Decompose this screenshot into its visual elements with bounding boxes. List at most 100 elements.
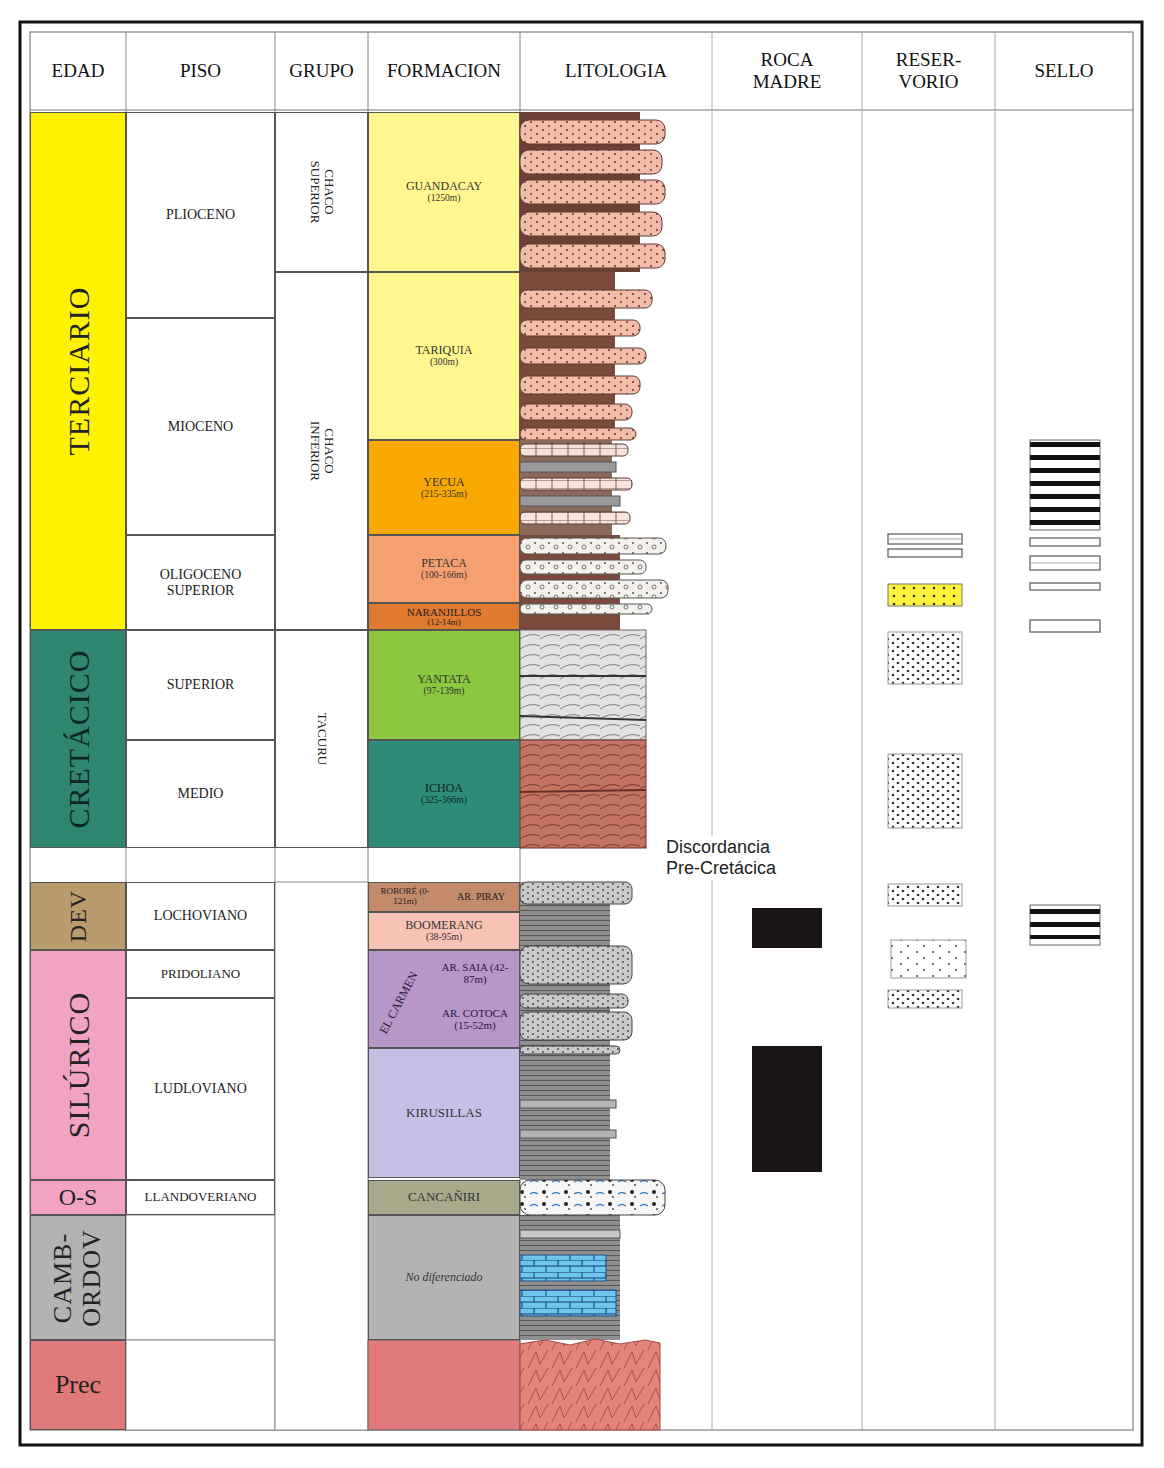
formation-band: BOOMERANG(38-95m)	[368, 912, 520, 950]
reservoir-marks	[891, 940, 966, 978]
unit-name: BOOMERANG	[405, 919, 482, 932]
era-band: DEV	[30, 882, 126, 950]
formation-band: ROBORÉ (0-121m)AR. PIRAY	[368, 882, 520, 912]
era-band: CAMB- ORDOV	[30, 1215, 126, 1340]
column-header: FORMACION	[368, 33, 520, 109]
unit-name: LLANDOVERIANO	[145, 1190, 257, 1204]
lithology-column	[520, 212, 662, 236]
lithology-column	[520, 1046, 620, 1054]
seal-marks	[1030, 440, 1100, 530]
lithology-column	[520, 348, 646, 364]
lithology-column	[520, 462, 616, 472]
seal-marks	[1030, 922, 1100, 927]
lithology-column	[520, 1339, 660, 1430]
column-header: PISO	[126, 33, 275, 109]
stage-cell: MIOCENO	[126, 318, 275, 535]
lithology-column	[520, 512, 630, 524]
lithology-column	[520, 428, 636, 440]
column-header: LITOLOGIA	[520, 33, 712, 109]
formation-band: No diferenciado	[368, 1215, 520, 1340]
unit-name: O-S	[59, 1184, 98, 1210]
source-rock-marks	[752, 1046, 822, 1172]
seal-marks	[1030, 620, 1100, 632]
lithology-column	[520, 404, 632, 420]
empty-cells	[275, 882, 368, 1430]
lithology-column	[520, 496, 620, 506]
header-text: PISO	[180, 60, 221, 82]
unit-detail: AR. COTOCA (15-52m)	[433, 1007, 517, 1031]
lithology-column	[520, 444, 628, 456]
header-text: LITOLOGIA	[565, 60, 667, 82]
lithology-column	[520, 150, 662, 174]
unit-detail: (215-335m)	[421, 489, 467, 500]
group-cell: CHACO INFERIOR	[275, 272, 368, 630]
lithology-column	[520, 630, 646, 740]
seal-marks	[1030, 442, 1100, 447]
stage-cell: PLIOCENO	[126, 112, 275, 318]
lithology-column	[520, 675, 646, 677]
reservoir-marks	[888, 549, 962, 557]
lithology-column	[520, 1012, 632, 1040]
column-header: EDAD	[30, 33, 126, 109]
seal-marks	[1030, 556, 1100, 570]
group-cell: CHACO SUPERIOR	[275, 112, 368, 272]
unit-detail: (300m)	[430, 357, 458, 368]
seal-marks	[1030, 935, 1100, 939]
lithology-column	[520, 1290, 616, 1316]
stage-cell: MEDIO	[126, 740, 275, 848]
lithology-column	[520, 740, 646, 848]
stage-cell: SUPERIOR	[126, 630, 275, 740]
formation-band: YANTATA(97-139m)	[368, 630, 520, 740]
empty-cells	[126, 1340, 275, 1430]
lithology-column	[520, 112, 668, 1430]
source-rock-marks	[752, 908, 822, 1172]
reservoir-marks	[888, 584, 962, 606]
unit-name: SILÚRICO	[62, 992, 95, 1138]
frame	[20, 22, 1142, 1445]
formation-band: TARIQUIA(300m)	[368, 272, 520, 440]
unit-name: YECUA	[423, 476, 464, 489]
reservoir-marks	[888, 534, 962, 544]
empty-cells	[126, 882, 520, 1430]
header-text: GRUPO	[289, 60, 353, 82]
lithology-column	[520, 1230, 620, 1238]
header-text: ROCA MADRE	[745, 49, 830, 93]
unit-detail: (325-366m)	[421, 795, 467, 806]
formation-band: KIRUSILLAS	[368, 1048, 520, 1178]
era-band: TERCIARIO	[30, 112, 126, 630]
header-text: FORMACION	[387, 60, 501, 82]
lithology-column	[520, 604, 652, 614]
group-cell: TACURU	[275, 630, 368, 848]
column-header: SELLO	[995, 33, 1133, 109]
formation-band: ICHOA(325-366m)	[368, 740, 520, 848]
frame	[20, 22, 1142, 1445]
seal-marks	[1030, 538, 1100, 546]
unit-name: CHACO SUPERIOR	[307, 161, 336, 224]
lithology-column	[520, 994, 628, 1008]
unit-name: CRETÁCICO	[62, 649, 95, 828]
lithology-column	[520, 120, 665, 144]
unit-name: LOCHOVIANO	[154, 908, 247, 923]
source-rock-marks	[752, 908, 822, 948]
unit-name: GUANDACAY	[406, 180, 482, 193]
unit-detail: (1250m)	[427, 193, 460, 204]
unit-name: PRIDOLIANO	[161, 967, 240, 981]
seal-marks	[1030, 507, 1100, 512]
lithology-column	[520, 1130, 616, 1138]
unit-name: TACURU	[314, 713, 328, 765]
lithology-column	[520, 882, 632, 904]
reservoir-marks	[888, 754, 962, 828]
unit-name: MEDIO	[178, 786, 224, 801]
empty-cells	[368, 1340, 520, 1430]
note-text: Discordancia Pre-Cretácica	[664, 836, 804, 879]
lithology-column	[520, 478, 632, 490]
stage-cell: LLANDOVERIANO	[126, 1180, 275, 1215]
reservoir-marks	[888, 990, 962, 1008]
era-band: CRETÁCICO	[30, 630, 126, 848]
unit-name: Prec	[55, 1371, 101, 1400]
lithology-column	[520, 1100, 616, 1108]
seal-marks	[1030, 909, 1100, 914]
lithology-column	[520, 790, 646, 792]
era-band: SILÚRICO	[30, 950, 126, 1180]
formation-band: CANCAÑIRI	[368, 1180, 520, 1215]
